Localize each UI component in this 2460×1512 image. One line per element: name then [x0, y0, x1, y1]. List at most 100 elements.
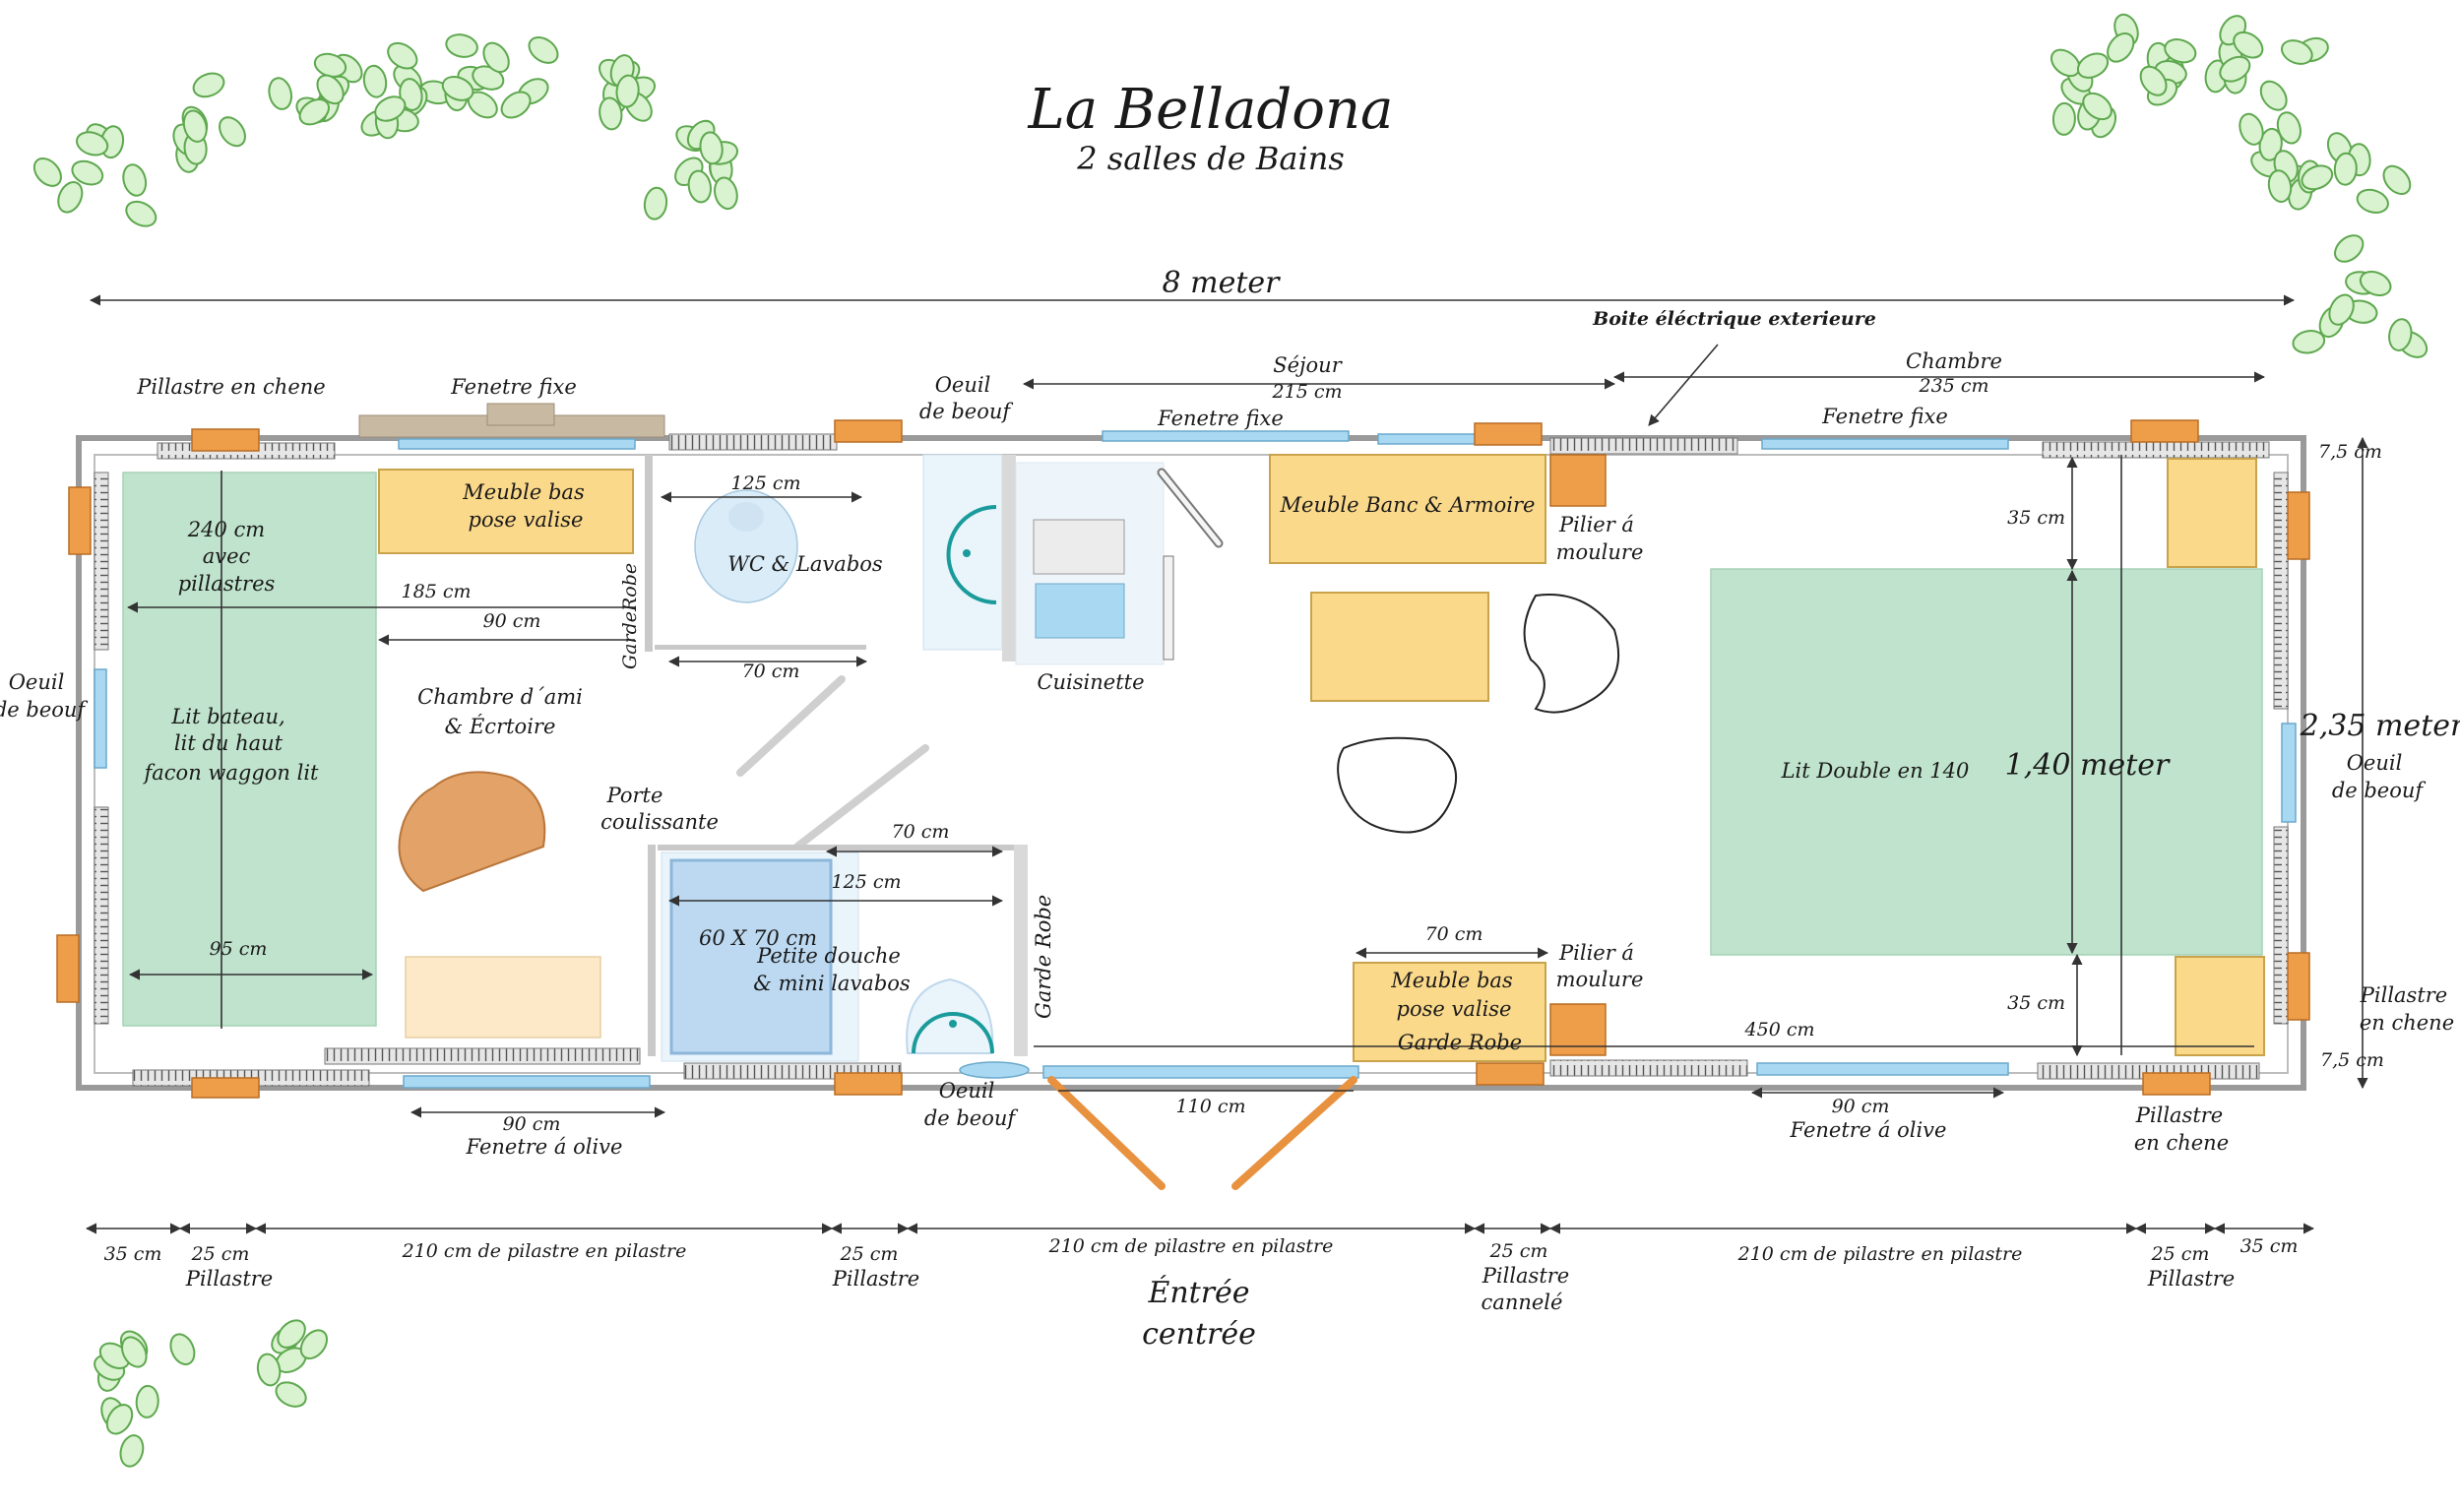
dim-110-label: 110 cm: [1176, 1096, 1246, 1117]
bottom-dim-2-a: 25 cm: [191, 1243, 250, 1265]
armchair: [398, 771, 546, 893]
overall-length-label: 8 meter: [1163, 266, 1282, 300]
window-fixed-1: [398, 438, 636, 450]
dim-35-bottom-label: 35 cm: [2007, 992, 2065, 1014]
pilaster: [191, 428, 260, 452]
page-title: La Belladona: [1028, 78, 1394, 142]
wall-hatch: [94, 472, 109, 651]
meuble-bas2-label-2: pose valise: [1397, 997, 1512, 1021]
leaf: [71, 159, 104, 186]
leaf: [299, 1329, 329, 1360]
leaf: [2388, 318, 2413, 351]
bottom-dim-5: 210 cm de pilastre en pilastre: [1048, 1235, 1334, 1257]
wall-hatch: [94, 806, 109, 1025]
garde-robe-bottom-label: Garde Robe: [1032, 895, 1055, 1019]
window-sill: [486, 403, 555, 426]
dim-450-label: 450 cm: [1744, 1019, 1815, 1040]
shower-room-right: [1014, 845, 1028, 1056]
oeuil-left-window: [94, 668, 107, 769]
kitchen-panel-inner: [1159, 470, 1222, 546]
meuble-banc-label: Meuble Banc & Armoire: [1280, 493, 1536, 517]
leaf: [687, 169, 712, 204]
sejour-label: Séjour: [1273, 353, 1343, 377]
lit-bateau-label-1: Lit bateau,: [170, 705, 284, 728]
toilet: [694, 489, 798, 603]
leaf: [2333, 152, 2358, 186]
shower-room-top: [658, 845, 1024, 850]
leaf: [2239, 112, 2264, 146]
dim-70-wc-label: 70 cm: [742, 661, 800, 682]
pilier-moulure-bottom-label-2: moulure: [1556, 968, 1644, 991]
dim-7-5-bottom-label: 7,5 cm: [2320, 1049, 2384, 1071]
meuble-bas2-label-3: Garde Robe: [1398, 1031, 1522, 1054]
window-fixed-2b: [1377, 433, 1478, 445]
fenetre-fixe-2-label: Fenetre fixe: [1157, 407, 1284, 430]
lit-double: [1710, 568, 2263, 956]
leaf: [275, 1381, 307, 1408]
leaf: [2107, 32, 2135, 63]
dim-70-shower-label: 70 cm: [892, 821, 950, 843]
leaf: [643, 186, 668, 220]
leaf: [2280, 39, 2313, 65]
window-fixed-3: [1761, 438, 2009, 450]
leaf: [2334, 234, 2365, 263]
ecritoire-desk: [405, 956, 601, 1039]
fenetre-fixe-3-label: Fenetre fixe: [1821, 405, 1948, 428]
nightstand-bottom: [2175, 956, 2265, 1056]
wall-hatch: [1549, 437, 1738, 455]
leaf: [362, 64, 388, 98]
leaf: [500, 91, 532, 119]
pillastre-chene-br-label-2: en chene: [2134, 1131, 2229, 1155]
pillastre-en-chene-top-label: Pillastre en chene: [136, 375, 325, 399]
leaf: [121, 1336, 148, 1368]
leaf: [599, 96, 623, 131]
leaf: [2359, 271, 2392, 296]
porte-label-2: coulissante: [600, 810, 719, 834]
pilaster: [2287, 952, 2310, 1021]
fenetre-olive-left-label: Fenetre á olive: [466, 1135, 623, 1159]
bottom-dim-9: 35 cm: [2240, 1235, 2299, 1257]
pilaster: [2142, 1072, 2211, 1096]
shower-dim-label: 60 X 70 cm: [699, 926, 817, 950]
pilaster: [1474, 422, 1543, 446]
leaf: [119, 1434, 145, 1468]
leaf: [298, 98, 330, 126]
leaf: [219, 116, 246, 148]
wall-hatch: [1549, 1059, 1748, 1077]
oeuil-bottom-label-2: de beouf: [924, 1106, 1019, 1130]
leaf: [2301, 164, 2334, 191]
leaf: [528, 35, 559, 64]
fenetre-fixe-1-label: Fenetre fixe: [450, 375, 577, 399]
page-subtitle: 2 salles de Bains: [1076, 140, 1344, 177]
bottom-dim-8-b: Pillastre: [2147, 1267, 2235, 1291]
dim-125-top-label: 125 cm: [731, 472, 801, 494]
lit-bateau-dim-label-2: avec: [203, 544, 251, 568]
pilaster: [834, 1072, 903, 1096]
lit-bateau: [122, 472, 377, 1027]
shower-room-wall: [648, 845, 656, 1056]
chambre-ami-label-1: Chambre d´ami: [417, 685, 583, 709]
leaf: [2267, 169, 2293, 203]
dim-90-right-window-label: 90 cm: [1832, 1096, 1890, 1117]
leaf: [122, 163, 148, 197]
leaf: [2259, 80, 2288, 111]
leaf: [374, 95, 407, 122]
entrance-door-left: [1047, 1076, 1166, 1190]
pilaster: [68, 486, 92, 555]
sejour-dim-label: 215 cm: [1272, 381, 1343, 403]
lit-bateau-dim-label-1: 240 cm: [187, 518, 265, 541]
lit-bateau-label-2: lit du haut: [174, 731, 284, 755]
pouf-seat-1: [1523, 594, 1620, 714]
window-olive-left: [403, 1075, 651, 1089]
mini-washbasin-drain: [949, 1020, 957, 1028]
meuble-bas-label-2: pose valise: [469, 508, 584, 532]
bottom-dim-6-a: 25 cm: [1489, 1240, 1548, 1262]
meuble-banc-armoire: [1269, 454, 1546, 564]
table: [1310, 592, 1489, 702]
oeuil-right-label-2: de beouf: [2332, 779, 2427, 802]
leaf: [714, 176, 738, 211]
dim-125-shower-label: 125 cm: [832, 871, 902, 893]
pilier-moulure-bottom: [1549, 1003, 1607, 1056]
wc-door-line: [655, 645, 866, 650]
